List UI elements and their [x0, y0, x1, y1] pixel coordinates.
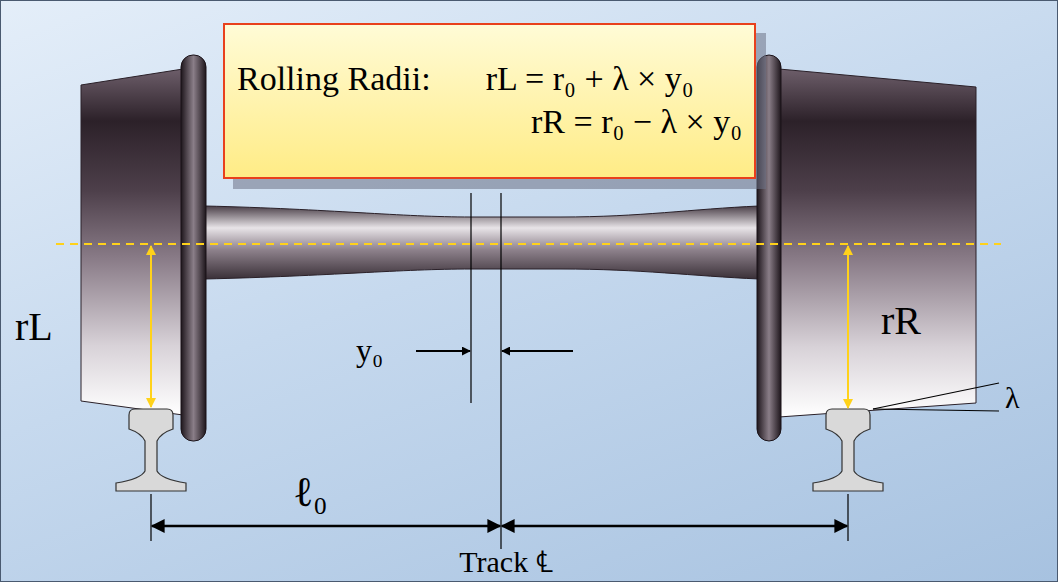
radius-arrow — [847, 246, 849, 408]
conicity-line — [873, 409, 999, 411]
track-centerline — [500, 193, 501, 549]
axle — [205, 206, 759, 279]
offset-label: y₀ — [356, 334, 383, 366]
conicity-label: λ — [1005, 383, 1020, 413]
radius-label: rR — [881, 301, 921, 341]
formula-box: Rolling Radii: rL = r₀ + λ × y₀ rR = r₀ − … — [223, 23, 756, 179]
right-flange — [757, 55, 781, 441]
dimension-arrow — [152, 525, 500, 528]
centerline-label: Track ℄ — [459, 547, 552, 577]
offset-arrow — [416, 350, 470, 352]
radius-label: rL — [15, 307, 53, 347]
left-wheel — [81, 69, 183, 415]
wheelset-centerline — [470, 193, 471, 403]
dimension-label: ℓ₀ — [293, 471, 328, 513]
offset-arrow — [502, 350, 573, 352]
conicity-line — [873, 383, 999, 409]
left-rail — [116, 409, 186, 491]
left-flange — [181, 55, 206, 441]
extension-line — [847, 494, 848, 541]
radius-arrow — [150, 246, 152, 407]
axle-height-line — [56, 243, 1001, 245]
right-rail — [813, 409, 883, 491]
dimension-arrow — [502, 525, 847, 528]
formula-text: rL = r₀ + λ × y₀ — [486, 59, 694, 98]
formula-text: rR = r₀ − λ × y₀ — [531, 102, 742, 141]
extension-line — [150, 494, 151, 541]
right-wheel — [779, 69, 976, 417]
formula-heading: Rolling Radii: — [237, 59, 431, 98]
